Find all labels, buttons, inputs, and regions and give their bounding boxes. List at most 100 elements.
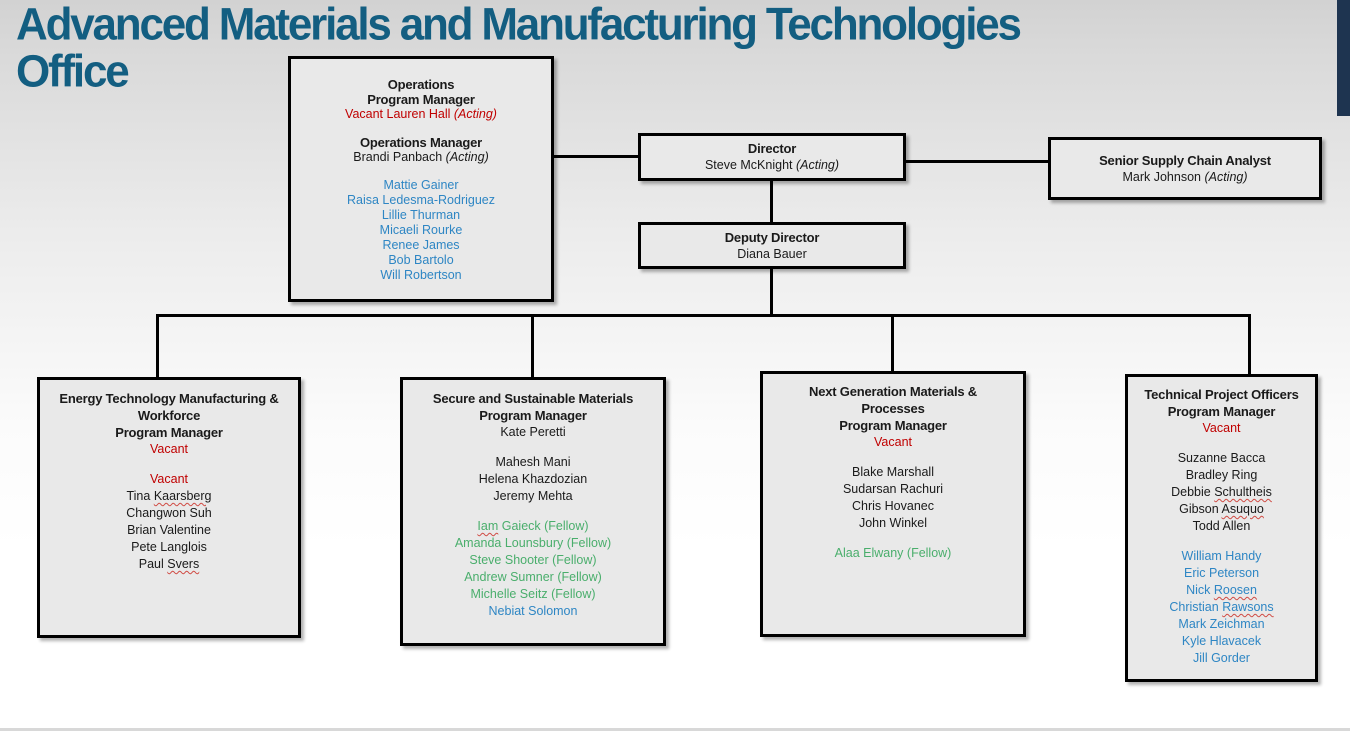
page-title-line2: Office bbox=[16, 45, 130, 97]
org-member-line: Jill Gorder bbox=[1193, 651, 1250, 665]
org-member-line: Senior Supply Chain Analyst bbox=[1099, 152, 1271, 168]
line-spacer bbox=[1128, 437, 1315, 450]
connector-operations-director bbox=[554, 155, 638, 158]
org-member-line: Paul Svers bbox=[138, 557, 200, 571]
org-member-line: Lillie Thurman bbox=[381, 208, 461, 222]
org-member-line: Todd Allen bbox=[1192, 519, 1251, 533]
org-member-line: Vacant bbox=[150, 442, 188, 456]
line-spacer bbox=[763, 532, 1023, 545]
org-member-line: Brian Valentine bbox=[127, 523, 211, 537]
org-member-line: Vacant bbox=[1202, 421, 1241, 435]
connector-trunk-horizontal bbox=[156, 314, 1251, 317]
line-spacer bbox=[40, 458, 298, 471]
org-member-line: Chris Hovanec bbox=[852, 499, 934, 513]
org-member-line: Tina Kaarsberg bbox=[126, 489, 212, 503]
org-member-line: Bradley Ring bbox=[1185, 468, 1258, 482]
bottom-edge-divider bbox=[0, 728, 1350, 731]
org-member-line: Mattie Gainer bbox=[383, 178, 459, 192]
org-member-line: William Handy bbox=[1181, 549, 1262, 563]
org-member-line: Processes bbox=[861, 401, 925, 416]
org-member-line: Will Robertson bbox=[380, 268, 462, 282]
org-member-line: Director bbox=[747, 141, 797, 156]
org-member-line: Andrew Sumner (Fellow) bbox=[464, 570, 602, 584]
org-member-line: Steve Shooter (Fellow) bbox=[469, 553, 597, 567]
connector-drop-technical-officers bbox=[1248, 314, 1251, 374]
org-member-line: Brandi Panbach (Acting) bbox=[353, 150, 489, 164]
org-member-line: Workforce bbox=[137, 408, 201, 423]
org-member-line: Suzanne Bacca bbox=[1177, 451, 1266, 465]
connector-drop-secure-materials bbox=[531, 314, 534, 377]
org-member-line: Secure and Sustainable Materials bbox=[432, 391, 634, 406]
org-member-line: Jeremy Mehta bbox=[493, 489, 573, 503]
org-member-line: Program Manager bbox=[479, 408, 587, 423]
page-title: Advanced Materials and Manufacturing Tec… bbox=[16, 0, 1022, 97]
connector-director-deputy bbox=[770, 181, 773, 222]
acting-suffix: (Acting) bbox=[442, 150, 489, 164]
org-member-line: Renee James bbox=[382, 238, 460, 252]
org-member-line: Program Manager bbox=[115, 425, 223, 440]
org-member-line: Operations Manager bbox=[359, 135, 483, 150]
org-member-line: Alaa Elwany (Fellow) bbox=[834, 546, 952, 560]
acting-suffix: (Acting) bbox=[450, 107, 497, 121]
org-member-line: Nick Roosen bbox=[1186, 583, 1257, 597]
org-member-line: Operations bbox=[387, 77, 455, 92]
org-member-line: Kate Peretti bbox=[500, 425, 566, 439]
org-member-line: Vacant bbox=[150, 472, 188, 486]
org-member-line: Blake Marshall bbox=[852, 465, 934, 479]
org-member-line: Nebiat Solomon bbox=[488, 604, 578, 618]
org-member-line: Christian Rawsons bbox=[1169, 600, 1274, 614]
org-member-line: Kyle Hlavacek bbox=[1181, 634, 1262, 648]
connector-drop-next-generation bbox=[891, 314, 894, 371]
org-member-line: Gibson Asuquo bbox=[1179, 502, 1264, 516]
org-member-line: Deputy Director bbox=[724, 229, 820, 245]
spellcheck-wavy-word: Svers bbox=[167, 557, 200, 571]
org-member-line: Steve McKnight (Acting) bbox=[704, 158, 840, 172]
org-member-line: Raisa Ledesma-Rodriguez bbox=[347, 193, 495, 207]
connector-drop-energy-technology bbox=[156, 314, 159, 377]
org-member-line: Vacant bbox=[874, 435, 912, 449]
spellcheck-wavy-word: Asuquo bbox=[1221, 502, 1264, 516]
org-box-energy-technology-manufacturing: Energy Technology Manufacturing & Workfor… bbox=[37, 377, 301, 638]
line-spacer bbox=[1128, 535, 1315, 548]
line-spacer bbox=[403, 441, 663, 454]
spellcheck-wavy-word: Roosen bbox=[1213, 583, 1257, 597]
org-member-line: Diana Bauer bbox=[737, 246, 807, 261]
line-spacer bbox=[763, 451, 1023, 464]
org-member-line: Micaeli Rourke bbox=[379, 223, 463, 237]
spellcheck-wavy-word: Rawsons bbox=[1222, 600, 1274, 614]
org-member-line: Program Manager bbox=[1167, 404, 1276, 419]
org-member-line: Pete Langlois bbox=[131, 540, 207, 554]
org-member-line: Bob Bartolo bbox=[388, 253, 454, 267]
spellcheck-wavy-word: Iam bbox=[477, 519, 499, 533]
org-member-line: Debbie Schultheis bbox=[1171, 485, 1272, 499]
org-member-line: Program Manager bbox=[367, 92, 475, 107]
org-member-line: John Winkel bbox=[858, 516, 928, 530]
org-member-line: Mark Johnson (Acting) bbox=[1122, 169, 1248, 184]
acting-suffix: (Acting) bbox=[792, 158, 840, 172]
org-member-line: Next Generation Materials & bbox=[809, 384, 977, 399]
spellcheck-wavy-word: Schultheis bbox=[1214, 485, 1272, 499]
org-member-line: Vacant Lauren Hall (Acting) bbox=[345, 107, 497, 121]
top-right-accent-bar bbox=[1337, 0, 1350, 116]
org-member-line: Energy Technology Manufacturing & bbox=[59, 391, 279, 406]
line-spacer bbox=[291, 122, 551, 135]
org-member-line: Eric Peterson bbox=[1183, 566, 1260, 580]
org-member-line: Mahesh Mani bbox=[495, 455, 571, 469]
org-member-line: Program Manager bbox=[839, 418, 947, 433]
connector-director-supply-chain bbox=[906, 160, 1048, 163]
org-member-line: Technical Project Officers bbox=[1144, 387, 1299, 402]
org-member-line: Helena Khazdozian bbox=[478, 472, 588, 486]
org-member-line: Amanda Lounsbury (Fellow) bbox=[454, 536, 612, 550]
line-spacer bbox=[291, 165, 551, 178]
org-member-line: Iam Gaieck (Fellow) bbox=[477, 519, 589, 533]
acting-suffix: (Acting) bbox=[1200, 169, 1248, 184]
org-member-line: Michelle Seitz (Fellow) bbox=[470, 587, 596, 601]
